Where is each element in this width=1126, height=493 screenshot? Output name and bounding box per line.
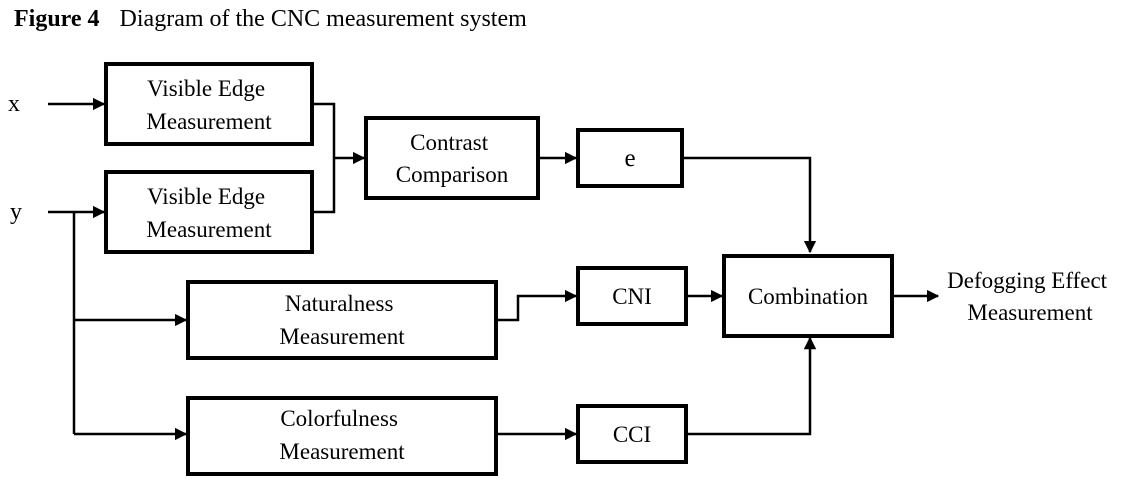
figure-caption: Figure 4 Diagram of the CNC measurement s…: [14, 6, 527, 33]
colorfulness-line-2: Measurement: [279, 439, 405, 464]
wire-e-to-combination: [682, 156, 817, 254]
contrast-comparison-line-2: Comparison: [396, 162, 509, 187]
combination-label: Combination: [748, 284, 869, 309]
svg-text:e: e: [624, 145, 635, 172]
svg-text:CNI: CNI: [612, 284, 652, 309]
contrast-comparison-block: Contrast Comparison: [364, 116, 540, 200]
svg-text:Colorfulness Measurement: Colorfulness Measurement: [279, 406, 405, 464]
e-label: e: [624, 145, 635, 172]
cci-label: CCI: [613, 422, 651, 447]
wire-naturalness-to-cni: [496, 289, 578, 322]
svg-text:Combination: Combination: [748, 284, 869, 309]
cni-label: CNI: [612, 284, 652, 309]
visible-edge-2-line-2: Measurement: [146, 217, 272, 242]
combination-block: Combination: [722, 254, 894, 338]
wire-visible-edge-1-to-merge: [312, 102, 336, 214]
visible-edge-1-line-1: Visible Edge: [147, 76, 265, 101]
contrast-comparison-line-1: Contrast: [410, 130, 489, 155]
figure-label: Figure 4: [14, 6, 100, 32]
e-block: e: [576, 128, 684, 188]
input-y-label: y: [10, 199, 22, 225]
output-line-2: Measurement: [967, 300, 1093, 325]
naturalness-line-1: Naturalness: [285, 291, 394, 316]
output-label: Defogging Effect Measurement: [947, 268, 1113, 325]
naturalness-measurement-block: Naturalness Measurement: [186, 280, 498, 360]
visible-edge-2-line-1: Visible Edge: [147, 184, 265, 209]
visible-edge-measurement-1-block: Visible Edge Measurement: [104, 62, 314, 146]
visible-edge-measurement-2-block: Visible Edge Measurement: [104, 170, 314, 254]
svg-text:Naturalness Measurement: Naturalness Measurement: [279, 291, 405, 349]
svg-text:CCI: CCI: [613, 422, 651, 447]
connectors: [48, 97, 940, 441]
input-x-label: x: [8, 91, 20, 117]
colorfulness-line-1: Colorfulness: [280, 406, 398, 431]
cci-block: CCI: [576, 404, 688, 464]
output-line-1: Defogging Effect: [947, 268, 1107, 293]
figure-title: Diagram of the CNC measurement system: [119, 6, 527, 32]
svg-text:Contrast Comparison: Contrast Comparison: [396, 130, 509, 187]
svg-text:Visible Edge Measurement: Visible Edge Measurement: [146, 184, 272, 242]
wire-cci-to-combination: [686, 336, 817, 436]
svg-text:Visible Edge Measurement: Visible Edge Measurement: [146, 76, 272, 134]
naturalness-line-2: Measurement: [279, 324, 405, 349]
visible-edge-1-line-2: Measurement: [146, 109, 272, 134]
cni-block: CNI: [576, 266, 688, 326]
colorfulness-measurement-block: Colorfulness Measurement: [186, 396, 498, 476]
